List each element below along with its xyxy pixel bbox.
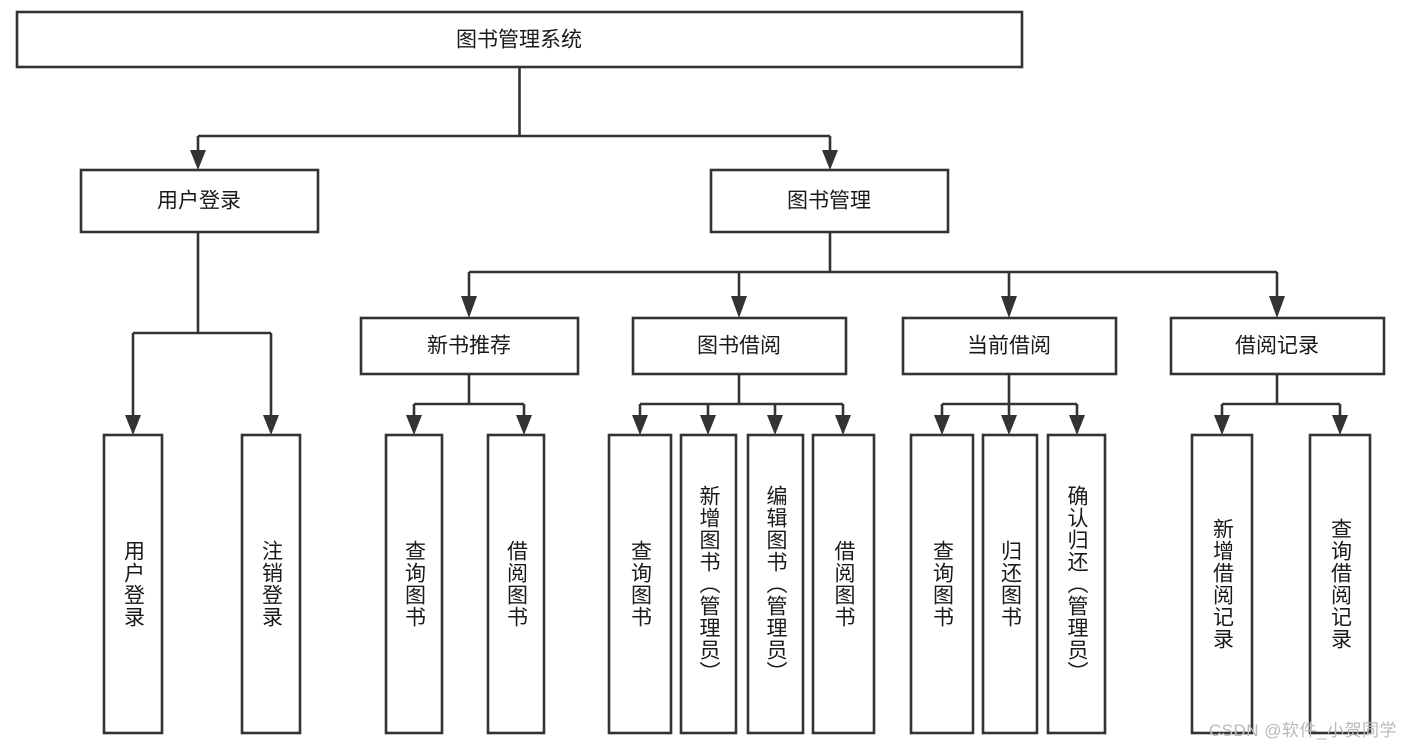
leaf-query-book-1[interactable] [384, 433, 444, 735]
leaf-user-login[interactable] [102, 433, 164, 735]
connector-current-to-leaves [934, 374, 1085, 435]
leaf-confirm-return[interactable] [1046, 433, 1107, 735]
connector-borrow-to-leaves [632, 374, 851, 435]
leaf-borrow-book-2[interactable] [811, 433, 876, 735]
node-root-label: 图书管理系统 [456, 29, 582, 52]
leaf-edit-book[interactable] [746, 433, 805, 735]
leaf-add-book[interactable] [679, 433, 738, 735]
node-current-borrow[interactable]: 当前借阅 [901, 316, 1118, 376]
leaf-query-book-2[interactable] [607, 433, 673, 735]
leaf-logout[interactable] [240, 433, 302, 735]
node-current-borrow-label: 当前借阅 [967, 335, 1051, 358]
leaf-query-borrow-record[interactable] [1308, 433, 1372, 735]
leaf-query-book-3[interactable] [909, 433, 975, 735]
connector-root-to-level2 [190, 67, 838, 170]
node-borrow-record-label: 借阅记录 [1235, 335, 1319, 358]
node-book-management[interactable]: 图书管理 [709, 168, 950, 234]
node-borrow-record[interactable]: 借阅记录 [1169, 316, 1386, 376]
node-book-management-label: 图书管理 [787, 190, 871, 213]
connector-record-to-leaves [1214, 374, 1348, 435]
node-user-login-label: 用户登录 [157, 190, 241, 213]
node-book-borrow-label: 图书借阅 [697, 335, 781, 358]
csdn-watermark: CSDN @软件_小贺同学 [1208, 721, 1397, 740]
connector-bookmgmt-to-level3 [461, 232, 1285, 318]
connector-newbook-to-leaves [406, 374, 532, 435]
node-new-book-recommend-label: 新书推荐 [427, 335, 511, 358]
leaf-add-borrow-record[interactable] [1190, 433, 1254, 735]
node-book-borrow[interactable]: 图书借阅 [631, 316, 848, 376]
leaf-return-book[interactable] [981, 433, 1039, 735]
node-user-login[interactable]: 用户登录 [79, 168, 320, 234]
node-root[interactable]: 图书管理系统 [15, 10, 1024, 69]
connector-userlogin-to-leaves [125, 232, 279, 435]
node-new-book-recommend[interactable]: 新书推荐 [359, 316, 580, 376]
leaf-borrow-book-1[interactable] [486, 433, 546, 735]
